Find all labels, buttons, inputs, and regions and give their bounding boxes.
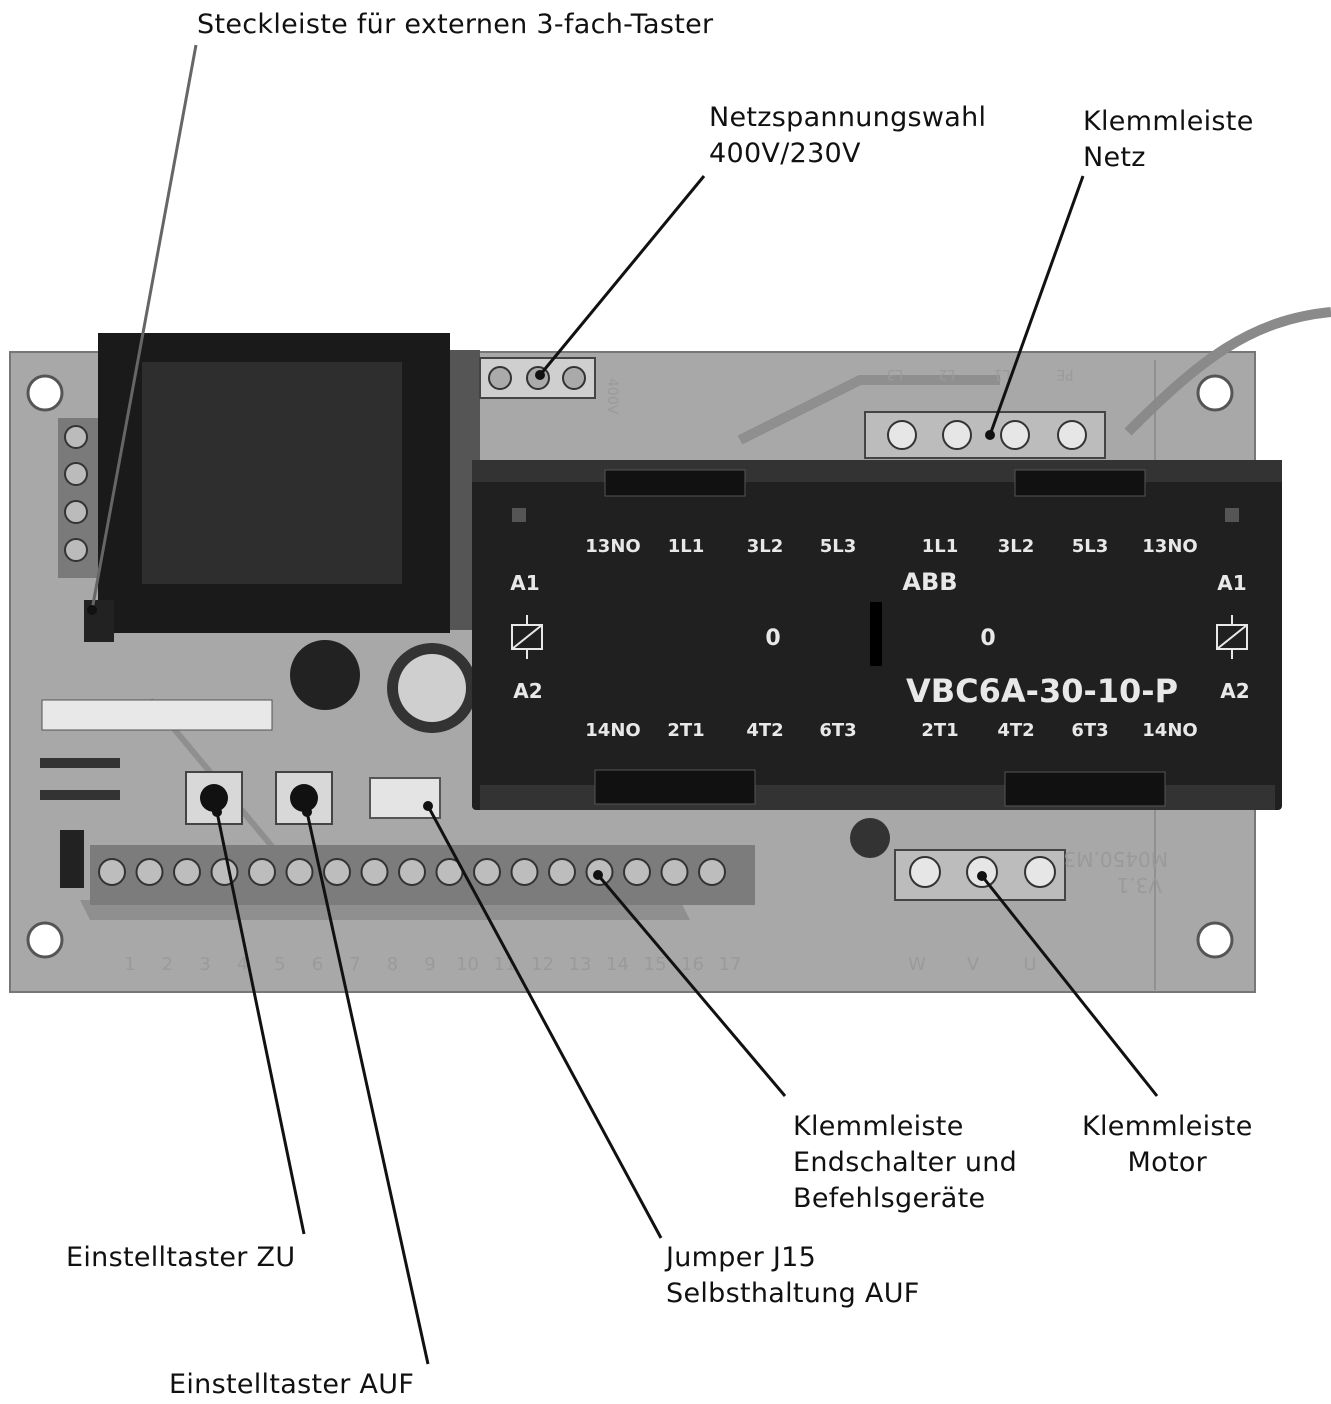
mains-terminal-label: L2 xyxy=(939,366,956,382)
terminal-screw xyxy=(248,858,276,886)
jumper-j15 xyxy=(369,777,441,819)
terminal-screw xyxy=(398,858,426,886)
mounting-hole xyxy=(26,921,64,959)
mounting-hole xyxy=(26,374,64,412)
contact-label: 4T2 xyxy=(746,720,783,741)
coil-a1-left: A1 xyxy=(510,571,539,595)
zero-right: 0 xyxy=(980,626,995,651)
contact-label: 5L3 xyxy=(1072,536,1109,557)
terminal-number: 14 xyxy=(606,954,629,975)
voltage-mark: 400V xyxy=(604,378,620,415)
terminal-screw xyxy=(510,858,539,886)
terminal-screw xyxy=(98,858,126,886)
mains-terminal-label: L3 xyxy=(887,366,904,382)
contact-label: 2T1 xyxy=(667,720,704,741)
motor-terminal-label: W xyxy=(908,954,926,975)
terminal-screw xyxy=(173,858,201,886)
cable xyxy=(1124,307,1331,436)
contact-label: 6T3 xyxy=(1071,720,1108,741)
terminal-screw xyxy=(135,858,164,886)
board-id-line2: V3.1 xyxy=(1117,873,1163,897)
terminal-number: 17 xyxy=(719,954,742,975)
contact-label: 3L2 xyxy=(747,536,784,557)
terminal-number: 2 xyxy=(162,954,173,975)
terminal-number: 1 xyxy=(124,954,135,975)
label-steckleiste: Steckleiste für externen 3-fach-Taster xyxy=(197,9,714,40)
motor-terminal-label: U xyxy=(1023,954,1036,975)
plug-header xyxy=(84,600,114,642)
zero-left: 0 xyxy=(765,626,780,651)
mains-terminal-label: L1 xyxy=(994,366,1011,382)
motor-terminal-label: V xyxy=(967,954,980,975)
coil-a1-right: A1 xyxy=(1217,571,1246,595)
terminal-number: 9 xyxy=(424,954,435,975)
terminal-number: 10 xyxy=(456,954,479,975)
label-einstelltaster-auf: Einstelltaster AUF xyxy=(169,1369,415,1400)
terminal-number: 5 xyxy=(274,954,285,975)
contact-label: 14NO xyxy=(1142,720,1197,741)
terminal-screw xyxy=(210,858,239,886)
terminal-number: 8 xyxy=(387,954,398,975)
terminal-screw xyxy=(285,858,314,886)
terminal-number: 15 xyxy=(644,954,667,975)
terminal-number: 13 xyxy=(569,954,592,975)
label-einstelltaster-zu: Einstelltaster ZU xyxy=(66,1242,296,1273)
contact-label: 2T1 xyxy=(921,720,958,741)
terminal-screw xyxy=(323,858,351,886)
coil-a2-left: A2 xyxy=(513,679,542,703)
contact-label: 13NO xyxy=(585,536,640,557)
board-id-line1: M0450.M3 xyxy=(1064,847,1169,871)
terminal-screw xyxy=(548,858,576,886)
choke-coil xyxy=(290,640,360,710)
terminal-number: 7 xyxy=(349,954,360,975)
contact-label: 6T3 xyxy=(819,720,856,741)
brand-logo: ABB xyxy=(902,568,957,596)
contact-label: 13NO xyxy=(1142,536,1197,557)
contact-label: 4T2 xyxy=(997,720,1034,741)
terminal-number: 12 xyxy=(531,954,554,975)
contact-label: 1L1 xyxy=(668,536,705,557)
terminal-screw xyxy=(660,858,689,886)
terminal-screw xyxy=(473,858,501,886)
terminal-number: 3 xyxy=(199,954,210,975)
terminal-screw xyxy=(623,858,651,886)
mains-terminal-label: PE xyxy=(1056,366,1073,382)
contact-label: 1L1 xyxy=(922,536,959,557)
mounting-hole xyxy=(1196,921,1234,959)
contact-label: 14NO xyxy=(585,720,640,741)
terminal-number: 4 xyxy=(237,954,248,975)
contact-label: 5L3 xyxy=(820,536,857,557)
coil-a2-right: A2 xyxy=(1220,679,1249,703)
mounting-hole xyxy=(1196,374,1234,412)
terminal-number: 16 xyxy=(681,954,704,975)
terminal-screw xyxy=(360,858,389,886)
contact-label: 3L2 xyxy=(998,536,1035,557)
terminal-number: 6 xyxy=(312,954,323,975)
contactor-model: VBC6A-30-10-P xyxy=(906,672,1178,710)
terminal-screw xyxy=(698,858,726,886)
